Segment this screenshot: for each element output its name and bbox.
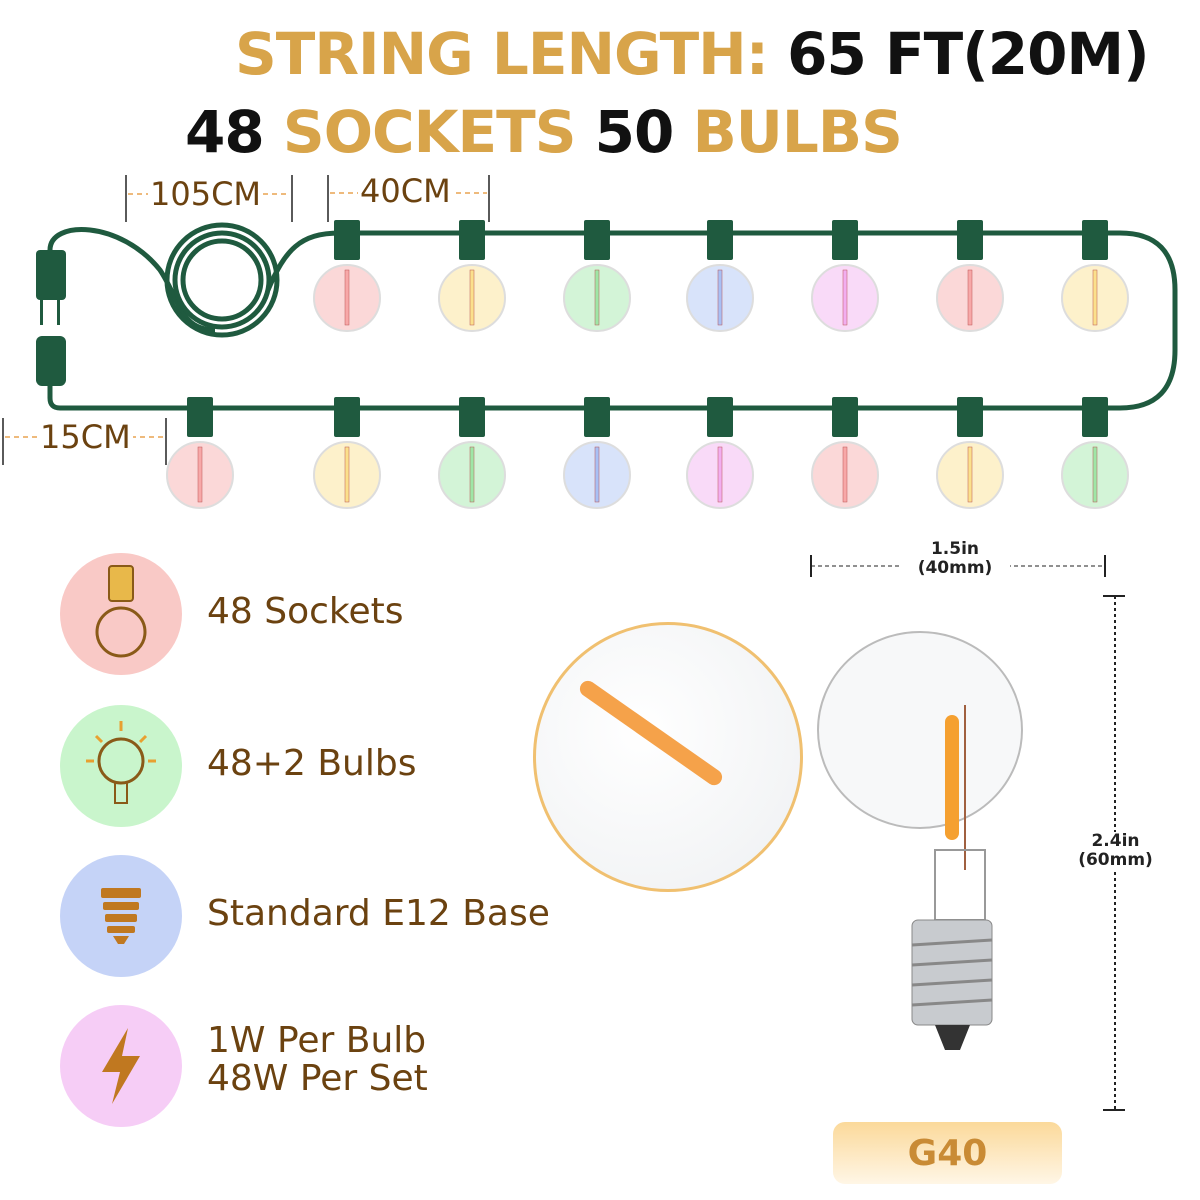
bulbs-label: BULBS [692,98,903,166]
feature-text: 1W Per Bulb [207,1020,427,1061]
string-bulb [686,220,754,332]
bulb-icon [60,705,182,827]
width-inches: 1.5in [930,539,980,559]
feature-text: 48 Sockets [207,591,404,632]
bulb-width-label: 1.5in (40mm) [900,540,1010,578]
height-inches: 2.4in [1091,831,1140,851]
feature-label: 48+2 Bulbs [207,745,416,783]
length-label: STRING LENGTH: [235,20,769,88]
string-bulb [686,397,754,509]
string-bulb [313,397,381,509]
string-bulb [313,220,381,332]
feature-label: 48 Sockets [207,593,404,631]
height-mm: (60mm) [1078,850,1153,870]
bulbs-count: 50 [594,98,675,166]
bulb-height-label: 2.4in (60mm) [1068,832,1163,870]
string-bulb [936,220,1004,332]
length-value: 65 FT(20M) [787,20,1150,88]
sockets-count: 48 [185,98,265,166]
width-mm: (40mm) [917,558,993,578]
filament-zoom-circle [533,622,803,892]
string-bulb [166,397,234,509]
string-bulb [811,220,879,332]
string-bulb [563,397,631,509]
string-bulb [563,220,631,332]
feature-text: Standard E12 Base [207,893,550,934]
feature-text: 48+2 Bulbs [207,743,417,784]
string-bulb [811,397,879,509]
string-bulb [1061,220,1129,332]
string-light-diagram [2,175,1178,509]
string-bulb [936,397,1004,509]
string-bulb [438,397,506,509]
lightning-icon [60,1005,182,1127]
lead-length-label: 105CM [148,175,264,213]
model-badge: G40 [833,1122,1062,1184]
string-length-heading: STRING LENGTH: 65 FT(20M) [235,20,1150,88]
g40-bulb-image [817,631,1023,1050]
spacing-label: 40CM [358,172,453,210]
string-bulb [438,220,506,332]
cord [47,222,1178,411]
plug [36,250,66,386]
sockets-label: SOCKETS [282,98,577,166]
feature-text-2: 48W Per Set [207,1058,428,1099]
counts-heading: 48 SOCKETS 50 BULBS [185,98,903,166]
string-bulb [1061,397,1129,509]
socket-icon [60,553,182,675]
end-length-label: 15CM [38,418,133,456]
base-icon [60,855,182,977]
feature-label: Standard E12 Base [207,895,550,933]
